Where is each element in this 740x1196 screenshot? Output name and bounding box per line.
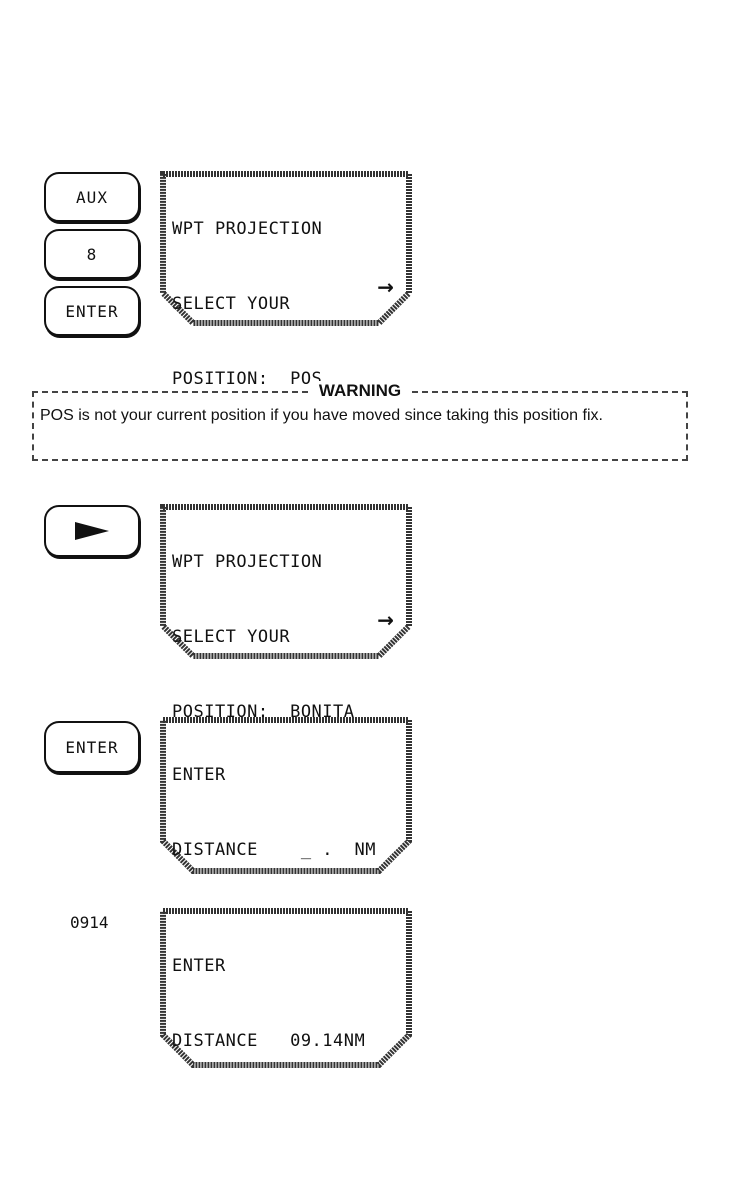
right-arrow-icon: → [377,275,394,299]
right-arrow-key[interactable] [44,505,140,557]
screen-frame [160,504,412,659]
screen-frame [160,908,412,1068]
enter-key-label: ENTER [65,301,119,321]
screen-line-1: WPT PROJECTION [172,219,323,239]
display-screen-1: WPT PROJECTION SELECT YOUR POSITION: POS… [160,171,412,389]
warning-text: POS is not your current position if you … [40,407,603,424]
warning-title: WARNING [310,381,410,401]
eight-key[interactable]: 8 [44,229,140,279]
screen-line-2: SELECT YOUR [172,627,291,647]
screen-frame [160,171,412,326]
right-arrow-icon [75,522,109,540]
warning-box: WARNING POS is not your current position… [32,381,688,461]
enter-key[interactable]: ENTER [44,721,140,773]
display-screen-3: ENTER DISTANCE _ . NM [160,717,412,874]
eight-key-label: 8 [86,244,98,264]
aux-key-label: AUX [76,187,108,207]
screen-line-1: ENTER [172,765,226,785]
screen-line-1: ENTER [172,956,226,976]
screen-line-2: SELECT YOUR [172,294,291,314]
display-screen-2: WPT PROJECTION SELECT YOUR POSITION: BON… [160,504,412,722]
display-screen-4: ENTER DISTANCE 09.14NM [160,908,412,1068]
screen-line-2: DISTANCE _ . NM [172,840,376,860]
screen-line-2: DISTANCE 09.14NM [172,1031,366,1051]
right-arrow-icon: → [377,608,394,632]
enter-key[interactable]: ENTER [44,286,140,336]
enter-key-label: ENTER [65,737,119,757]
entered-digits: 0914 [70,913,109,932]
aux-key[interactable]: AUX [44,172,140,222]
screen-frame [160,717,412,874]
screen-line-1: WPT PROJECTION [172,552,323,572]
